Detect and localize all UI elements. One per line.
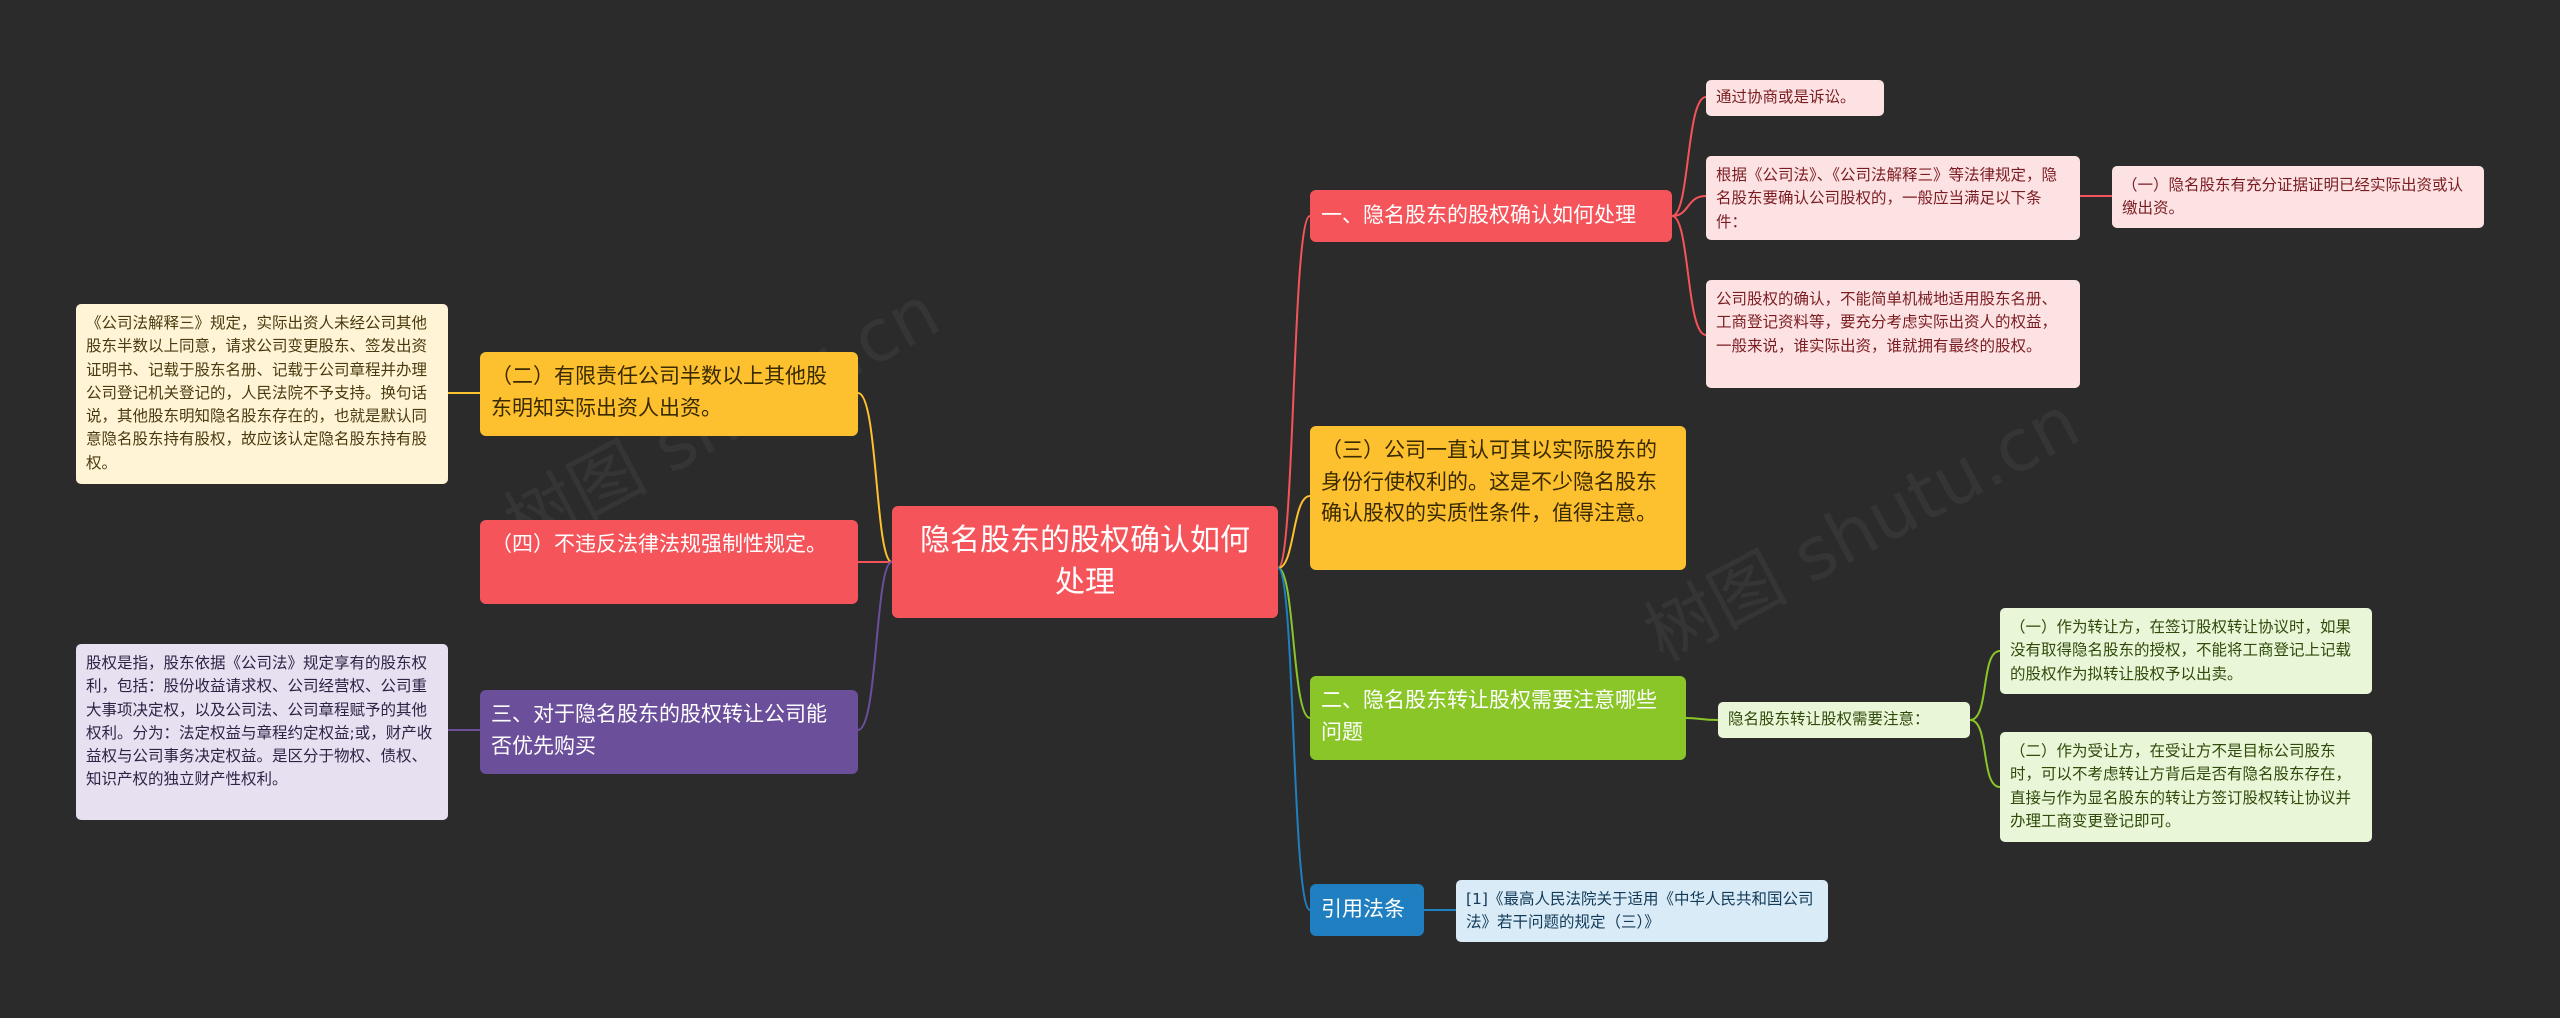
topic-cited-laws[interactable]: 引用法条 (1310, 884, 1424, 936)
topic-equity-confirmation[interactable]: 一、隐名股东的股权确认如何处理 (1310, 190, 1672, 242)
subtopic-as-transferor[interactable]: （一）作为转让方，在签订股权转让协议时，如果没有取得隐名股东的授权，不能将工商登… (2000, 608, 2372, 694)
subtopic-negotiation-or-litigation[interactable]: 通过协商或是诉讼。 (1706, 80, 1884, 116)
link-r3-c (1685, 717, 1719, 721)
link-r1-c1 (1671, 96, 1707, 217)
subtopic-as-transferee[interactable]: （二）作为受让方，在受让方不是目标公司股东时，可以不考虑转让方背后是否有隐名股东… (2000, 732, 2372, 842)
link-root-r2 (1277, 495, 1311, 569)
subtopic-transfer-notes[interactable]: 隐名股东转让股权需要注意： (1718, 702, 1970, 738)
topic-transfer-issues[interactable]: 二、隐名股东转让股权需要注意哪些问题 (1310, 676, 1686, 760)
topic-majority-shareholders-aware[interactable]: （二）有限责任公司半数以上其他股东明知实际出资人出资。 (480, 352, 858, 436)
link-r1-c2 (1671, 195, 1707, 217)
subtopic-supreme-court-provision[interactable]: [1]《最高人民法院关于适用《中华人民共和国公司法》若干问题的规定（三）》 (1456, 880, 1828, 942)
link-root-l1 (857, 392, 893, 563)
subtopic-actual-contributor-rights[interactable]: 公司股权的确认，不能简单机械地适用股东名册、工商登记资料等，要充分考虑实际出资人… (1706, 280, 2080, 388)
link-root-l3 (857, 561, 893, 731)
link-root-r3 (1277, 567, 1311, 719)
link-r3c-s2 (1969, 719, 2001, 788)
link-r1-c3 (1671, 215, 1707, 336)
link-root-r1 (1277, 215, 1311, 569)
topic-preemptive-purchase[interactable]: 三、对于隐名股东的股权转让公司能否优先购买 (480, 690, 858, 774)
link-r3c-s1 (1969, 650, 2001, 721)
subtopic-sufficient-evidence[interactable]: （一）隐名股东有充分证据证明已经实际出资或认缴出资。 (2112, 166, 2484, 228)
subtopic-equity-definition[interactable]: 股权是指，股东依据《公司法》规定享有的股东权利，包括：股份收益请求权、公司经营权… (76, 644, 448, 820)
link-root-r4 (1277, 567, 1311, 911)
topic-company-recognition[interactable]: （三）公司一直认可其以实际股东的身份行使权利的。这是不少隐名股东确认股权的实质性… (1310, 426, 1686, 570)
subtopic-legal-conditions[interactable]: 根据《公司法》、《公司法解释三》等法律规定，隐名股东要确认公司股权的，一般应当满… (1706, 156, 2080, 240)
root-topic[interactable]: 隐名股东的股权确认如何处理 (892, 506, 1278, 618)
topic-no-violation-of-law[interactable]: （四）不违反法律法规强制性规定。 (480, 520, 858, 604)
subtopic-interpretation-three[interactable]: 《公司法解释三》规定，实际出资人未经公司其他股东半数以上同意，请求公司变更股东、… (76, 304, 448, 484)
